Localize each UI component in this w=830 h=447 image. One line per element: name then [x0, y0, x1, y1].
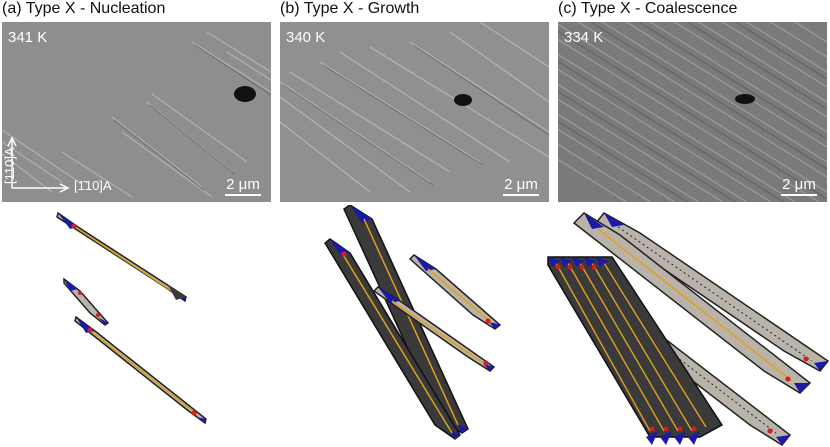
micrograph-b: 340 K 2 μm: [280, 22, 549, 202]
axis-label-horizontal: [1̄10]A: [74, 178, 112, 193]
panel-b-scale-line: [503, 194, 539, 196]
panel-c-temperature: 334 K: [564, 29, 604, 46]
panel-b-scale-label: 2 μm: [504, 176, 538, 193]
panel-c-scale-label: 2 μm: [782, 176, 816, 193]
panel-a-temperature: 341 K: [8, 29, 48, 46]
schematic-b: [324, 205, 502, 440]
micrograph-c: 334 K 2 μm: [558, 22, 827, 202]
micrograph-c-image: [558, 22, 827, 202]
panel-c-scale-line: [781, 194, 817, 196]
panel-c-title: (c) Type X - Coalescence: [558, 0, 738, 17]
island-b2: [324, 238, 461, 440]
island-b1: [343, 205, 469, 434]
schematic-a: [56, 211, 207, 425]
panel-a-title: (a) Type X - Nucleation: [2, 0, 166, 17]
island-schematics: [56, 205, 830, 446]
panel-b-scale-bar: 2 μm: [503, 176, 539, 196]
panel-b-title: (b) Type X - Growth: [280, 0, 420, 17]
island-c-mid: [572, 212, 812, 394]
micrograph-a-image: [2, 22, 271, 202]
island-b4: [408, 254, 502, 330]
island-a2: [63, 277, 110, 326]
axis-label-vertical: [110]A: [2, 147, 17, 184]
panel-c-scale-bar: 2 μm: [781, 176, 817, 196]
schematic-c: [547, 212, 830, 446]
island-b3: [372, 286, 496, 372]
island-a3: [74, 315, 207, 425]
micrograph-a: 341 K [110]A [1̄10]A 2 μm: [2, 22, 271, 202]
panel-a-scale-bar: 2 μm: [225, 176, 261, 196]
island-a1: [56, 211, 187, 303]
panel-b-temperature: 340 K: [286, 29, 326, 46]
panel-a-scale-line: [225, 194, 261, 196]
panel-a-scale-label: 2 μm: [226, 176, 260, 193]
micrograph-b-image: [280, 22, 549, 202]
island-c-dark-stack: [547, 256, 724, 445]
